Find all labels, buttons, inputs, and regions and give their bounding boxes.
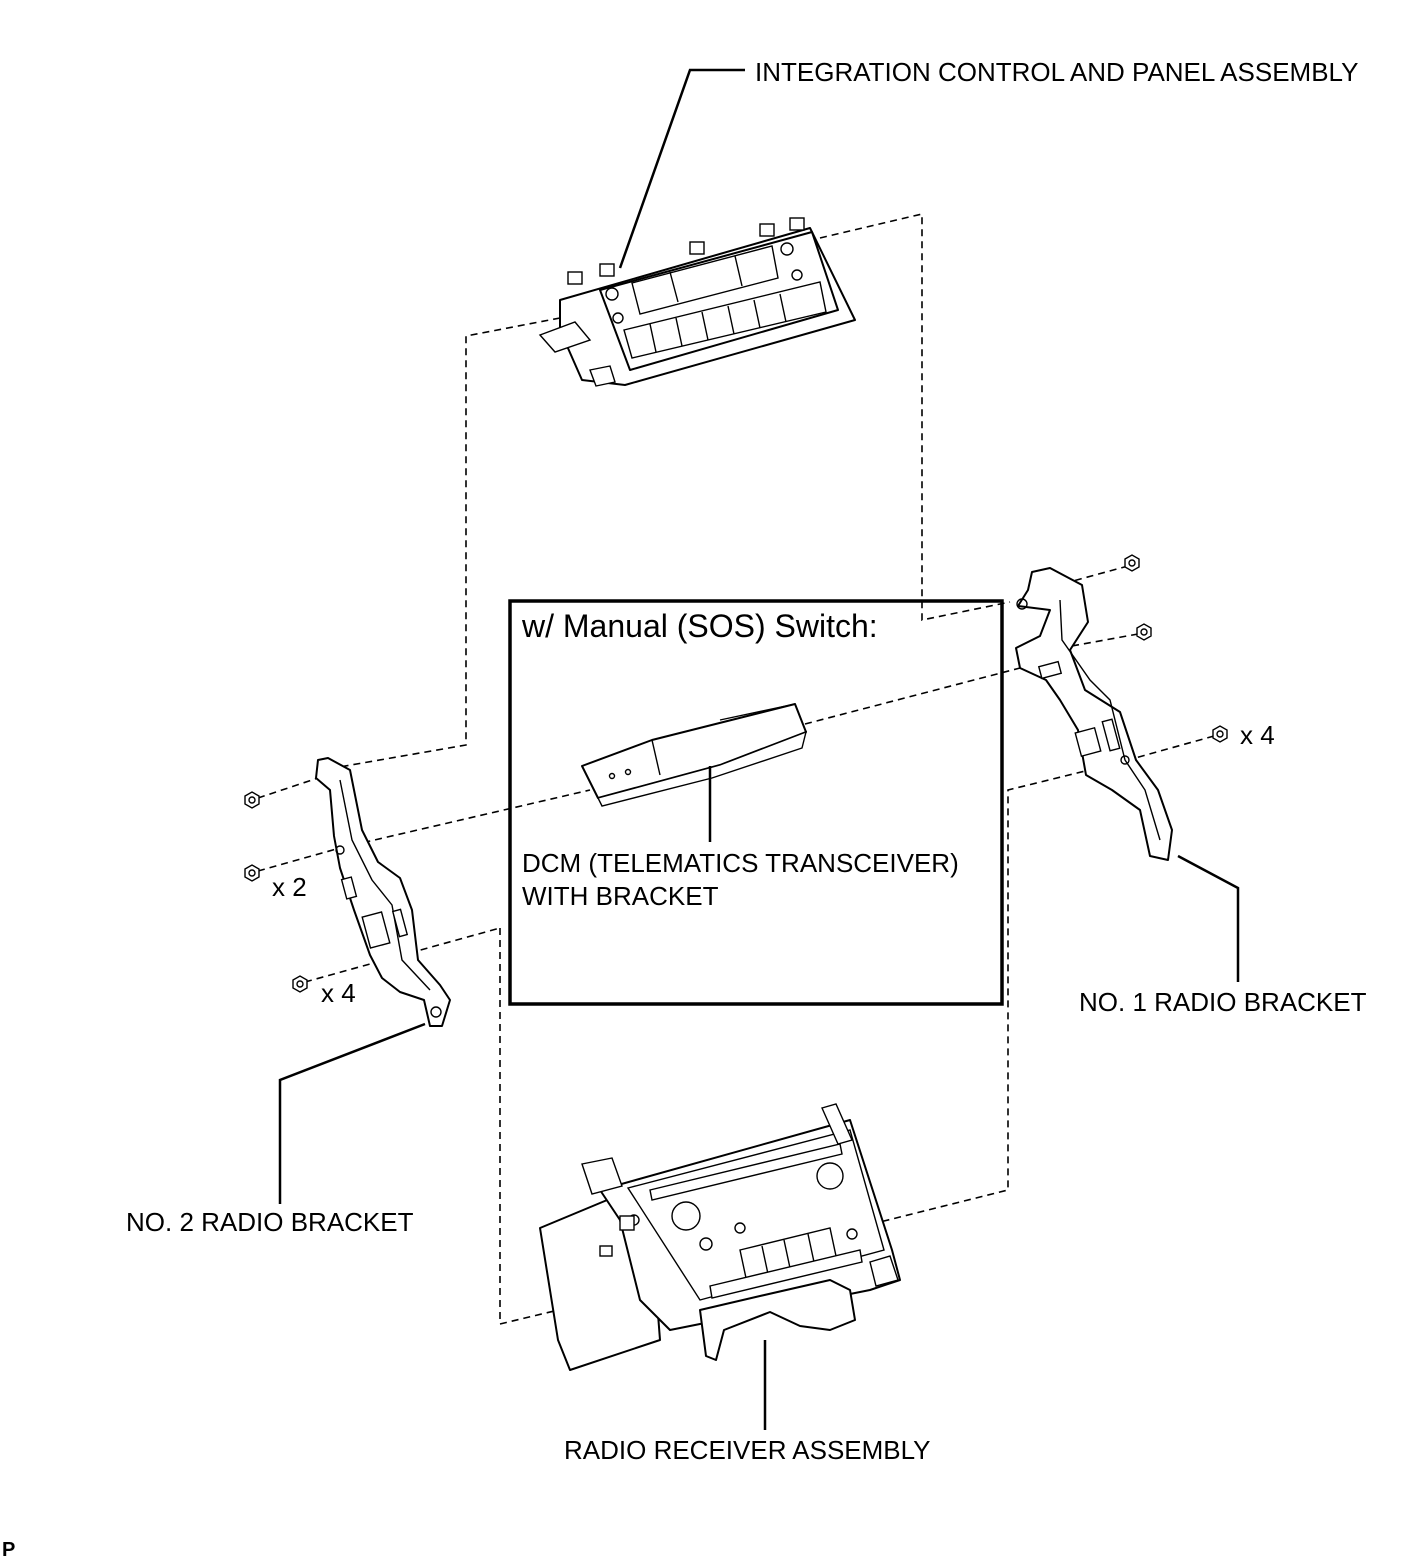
radio-receiver-icon	[539, 1103, 901, 1371]
no1-bracket-icon	[1015, 567, 1173, 861]
qty-left-x4: x 4	[321, 978, 356, 1008]
dcm-icon	[581, 703, 808, 807]
qty-left-x2: x 2	[272, 872, 307, 902]
inset-title: w/ Manual (SOS) Switch:	[521, 608, 878, 644]
no1-bracket-label: NO. 1 RADIO BRACKET	[1079, 987, 1367, 1017]
radio-receiver-label: RADIO RECEIVER ASSEMBLY	[564, 1435, 931, 1465]
no2-bracket-icon	[315, 757, 451, 1027]
screw-icon	[244, 554, 1228, 993]
no2-bracket-label: NO. 2 RADIO BRACKET	[126, 1207, 414, 1237]
corner-code: P	[2, 1539, 15, 1561]
qty-right-x4: x 4	[1240, 720, 1275, 750]
integration-panel-label: INTEGRATION CONTROL AND PANEL ASSEMBLY	[755, 57, 1358, 87]
inset-box: w/ Manual (SOS) Switch:	[508, 599, 1004, 1006]
dcm-label-line2: WITH BRACKET	[522, 881, 719, 911]
integration-panel-icon	[538, 217, 856, 387]
leader-lines	[278, 68, 1240, 1430]
dcm-label-line1: DCM (TELEMATICS TRANSCEIVER)	[522, 848, 959, 878]
